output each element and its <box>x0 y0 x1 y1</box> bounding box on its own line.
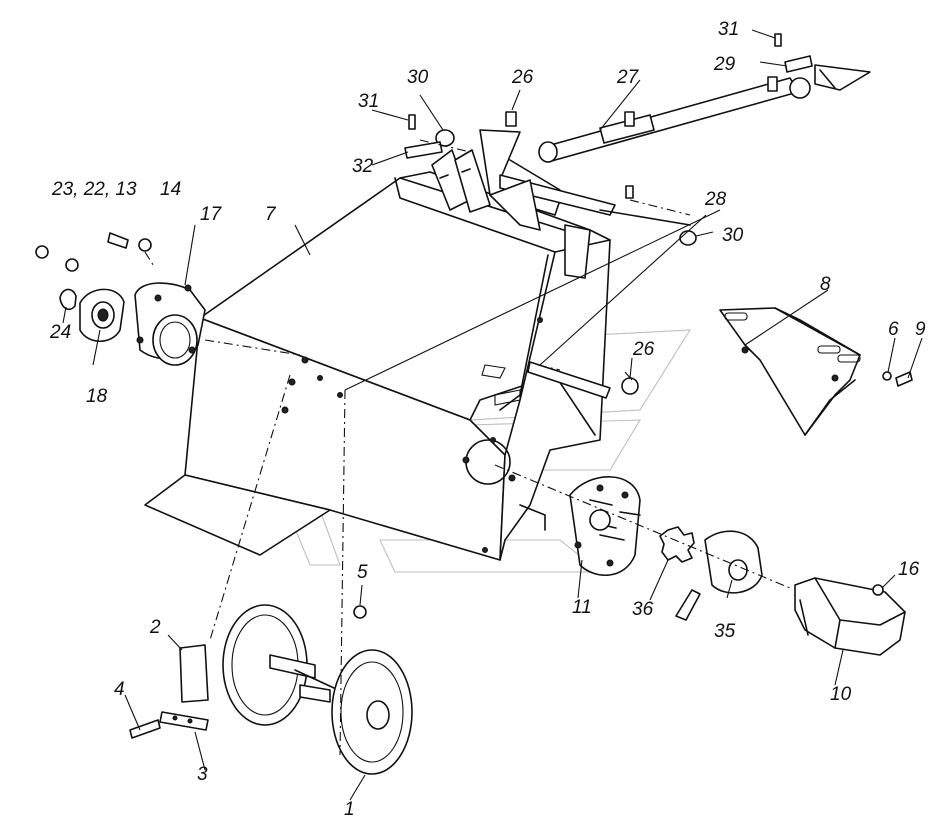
callout-label: 31 <box>358 91 380 112</box>
callout-label: 26 <box>633 339 655 360</box>
callout-label: 17 <box>200 204 222 225</box>
callout-label: 1 <box>344 799 355 820</box>
callout-label: 26 <box>512 67 534 88</box>
bearing-assembly <box>35 232 206 366</box>
callout-label: 31 <box>718 19 740 40</box>
callout-label: 7 <box>265 204 276 225</box>
callout-label: 9 <box>915 319 926 340</box>
drive-components <box>659 526 906 656</box>
callout-label: 24 <box>50 322 72 343</box>
callout-label: 11 <box>572 597 592 618</box>
callout-label: 5 <box>357 562 368 583</box>
callout-label: 29 <box>714 54 736 75</box>
callout-label: 36 <box>632 599 654 620</box>
mounting-frame <box>431 129 616 231</box>
hopper-housing <box>144 171 611 561</box>
assembly-center-lines <box>144 139 791 756</box>
axle-assembly <box>129 604 413 775</box>
callout-label: 14 <box>160 179 182 200</box>
callout-label: 3 <box>197 764 208 785</box>
callout-label: 6 <box>888 319 899 340</box>
callout-label: 18 <box>86 386 108 407</box>
flange-plate <box>569 476 641 577</box>
rod-assembly <box>404 33 871 399</box>
callout-label: 28 <box>705 189 727 210</box>
callout-label: 16 <box>898 559 920 580</box>
deflector-plate <box>719 307 913 436</box>
callout-label: 23, 22, 13 <box>52 179 137 200</box>
callout-label: 2 <box>150 617 161 638</box>
callout-label: 10 <box>830 684 852 705</box>
callout-label: 8 <box>820 274 831 295</box>
callout-label: 27 <box>617 67 639 88</box>
leader-lines <box>62 29 923 801</box>
callout-label: 4 <box>114 679 125 700</box>
callout-label: 30 <box>722 225 744 246</box>
callout-label: 30 <box>407 67 429 88</box>
callout-label: 35 <box>714 621 736 642</box>
callout-label: 32 <box>352 156 374 177</box>
